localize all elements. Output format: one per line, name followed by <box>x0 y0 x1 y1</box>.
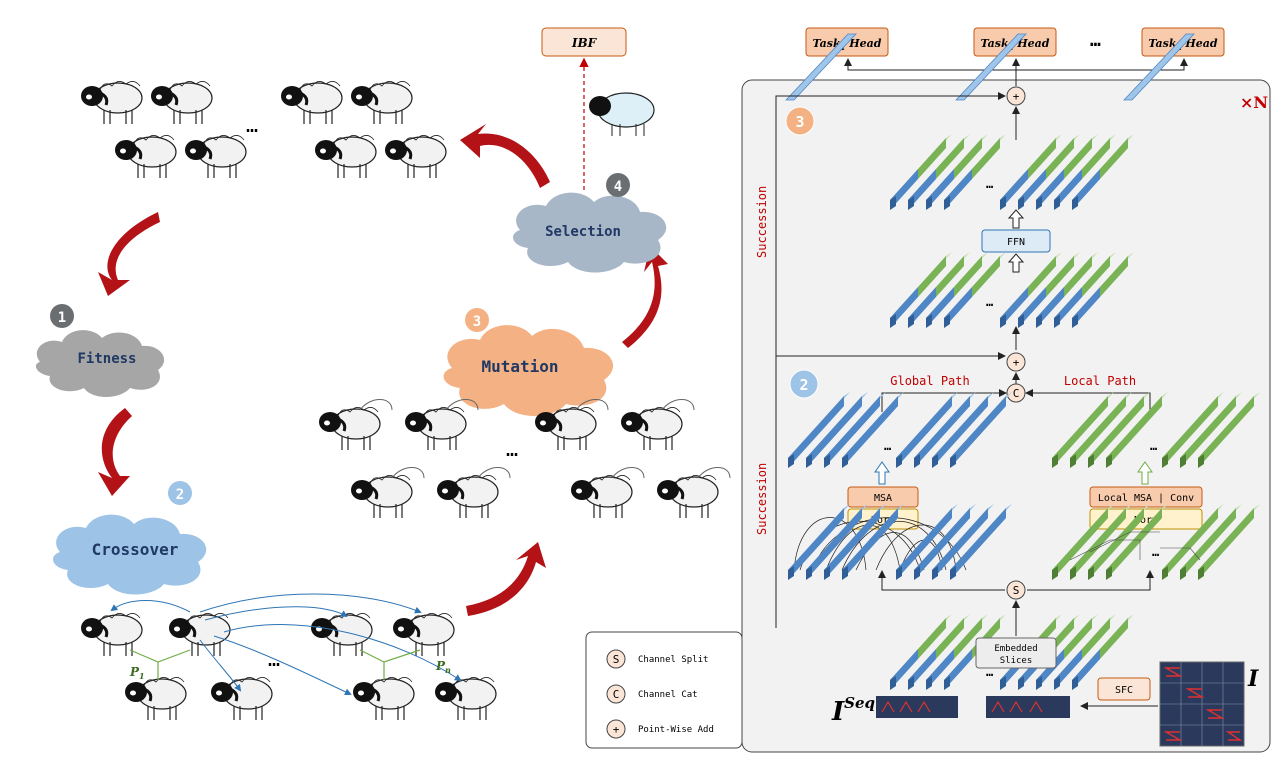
selection-cloud: Selection <box>513 192 667 273</box>
mutation-ellipsis: … <box>506 437 518 461</box>
channel-split-op <box>1006 580 1026 600</box>
ffn-output-ellipsis: … <box>986 177 993 191</box>
step-4-number: 4 <box>614 179 622 195</box>
arrow-mutation-to-selection <box>622 246 668 348</box>
local-window-lines <box>1069 531 1201 561</box>
step-3-number: 3 <box>473 314 481 330</box>
ibf-label: IBF <box>571 36 598 50</box>
top-herd-ellipsis: … <box>246 113 258 137</box>
embedded-label-line1: Embedded <box>994 644 1037 654</box>
top-add-op-symbol: + <box>1013 90 1020 103</box>
step-2-badge <box>168 481 192 505</box>
mutation-self-loops <box>359 399 731 479</box>
legend-cat-symbol <box>606 684 626 704</box>
crossover-label: Crossover <box>92 540 179 559</box>
selected-sheep <box>589 92 655 136</box>
head-connections <box>844 58 1188 86</box>
ffn-hollow-arrows <box>1007 209 1025 273</box>
legend-cat-letter: C <box>613 688 620 701</box>
local-msa-label: Local MSA | Conv <box>1098 493 1194 504</box>
legend-split-symbol <box>606 649 626 669</box>
sfc-box <box>1097 677 1151 701</box>
block-3-badge <box>785 106 815 136</box>
mutation-label: Mutation <box>481 357 558 376</box>
channel-cat-op-symbol: C <box>1013 387 1020 400</box>
msa-label: MSA <box>874 493 892 504</box>
crossover-cloud: Crossover <box>53 514 207 595</box>
mutation-sheep <box>317 405 720 520</box>
i-label: I <box>1247 666 1259 692</box>
step-4-badge <box>606 173 630 197</box>
global-hollow-arrow <box>874 461 890 485</box>
legend-add-label: Point-Wise Add <box>638 725 714 735</box>
block-2-badge <box>789 369 819 399</box>
crossover-sheep <box>79 611 498 722</box>
arrow-crossover-to-mutation <box>466 542 546 616</box>
local-bars-ellipsis: … <box>1150 439 1157 453</box>
mutation-cloud: Mutation <box>443 325 614 416</box>
succession-label-upper: Succession <box>755 186 769 258</box>
image-sequence-strip <box>876 696 1070 718</box>
ibf-box <box>541 27 627 57</box>
middle-add-op <box>1006 352 1026 372</box>
global-bars-ellipsis: … <box>884 439 891 453</box>
middle-add-op-symbol: + <box>1013 356 1020 369</box>
local-norm-label: Norm <box>1134 515 1158 526</box>
residual-3 <box>775 92 1020 356</box>
local-input-ellipsis: … <box>1152 545 1159 559</box>
top-add-op <box>1006 86 1026 106</box>
legend-add-symbol <box>606 719 626 739</box>
pn-label: Pn <box>435 659 451 675</box>
succession-label-lower: Succession <box>755 463 769 535</box>
ffn-label: FFN <box>1007 237 1025 248</box>
iseq-label: ISeq <box>831 694 875 727</box>
architecture-panel <box>741 79 1271 753</box>
split-lines <box>878 570 1154 636</box>
local-hollow-arrow <box>1137 461 1153 485</box>
legend-split-letter: S <box>613 653 620 666</box>
step-1-badge <box>50 304 74 328</box>
local-path-label: Local Path <box>1064 374 1136 388</box>
arrow-selection-to-herd <box>460 124 550 188</box>
step-2-number: 2 <box>176 487 184 503</box>
step-1-number: 1 <box>58 310 66 326</box>
embedded-slices-box <box>975 637 1057 669</box>
block-2-number: 2 <box>799 376 808 394</box>
cycle-arrows <box>98 124 668 616</box>
p1-label: P1 <box>129 665 145 681</box>
arrow-fitness-to-crossover <box>98 408 132 496</box>
embedded-label-line2: Slices <box>1000 656 1033 666</box>
legend-cat-label: Channel Cat <box>638 690 698 700</box>
global-path-label: Global Path <box>890 374 969 388</box>
embedded-bars-ellipsis: … <box>986 665 993 679</box>
crossover-links <box>110 593 462 696</box>
channel-split-op-symbol: S <box>1013 584 1020 597</box>
path-merge-lines <box>881 389 1151 412</box>
ffn-box <box>981 229 1051 253</box>
top-sheep-herd <box>79 79 448 180</box>
legend-split-label: Channel Split <box>638 655 708 665</box>
residual-2 <box>775 352 1020 628</box>
task1-head-label: Task1 Head <box>813 37 882 52</box>
crossover-green-links <box>129 649 421 680</box>
global-norm-label: Norm <box>871 515 895 526</box>
fitness-cloud: Fitness <box>35 330 165 397</box>
source-image <box>1159 661 1245 747</box>
head-token-bars <box>785 33 1195 101</box>
legend-add-letter: + <box>613 723 620 736</box>
task-heads-ellipsis: … <box>1090 30 1101 51</box>
crossover-ellipsis: … <box>268 647 280 671</box>
arrow-herd-to-fitness <box>98 212 160 296</box>
ffn-input-ellipsis: … <box>986 295 993 309</box>
sfc-label: SFC <box>1115 685 1133 696</box>
fitness-label: Fitness <box>77 351 136 367</box>
selection-label: Selection <box>545 224 621 240</box>
block-3-number: 3 <box>795 113 804 131</box>
times-n-label: ×N <box>1240 93 1268 112</box>
step-3-badge <box>465 308 489 332</box>
